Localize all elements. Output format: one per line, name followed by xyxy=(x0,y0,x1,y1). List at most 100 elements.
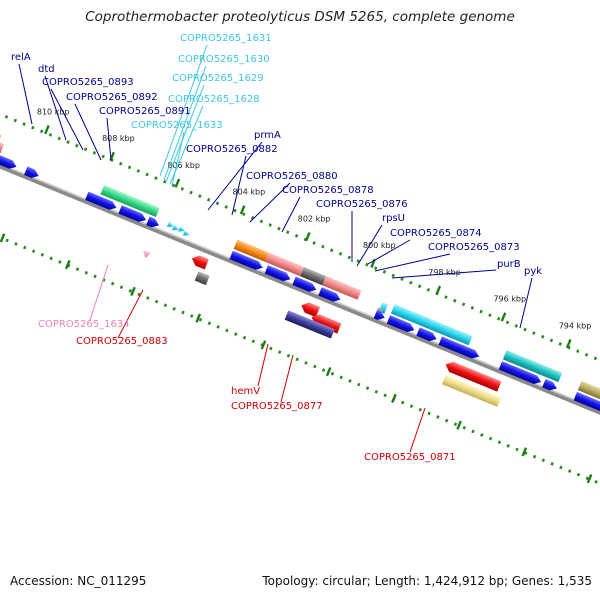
feature-block xyxy=(429,320,473,346)
cds-arrow xyxy=(118,205,147,222)
cds-arrow xyxy=(0,152,17,169)
scale-tick-mark xyxy=(305,232,311,242)
gene-label-copro0878: COPRO5265_0878 xyxy=(282,185,374,196)
gene-label-copro0891: COPRO5265_0891 xyxy=(99,106,191,117)
scale-tick-label: 804 kbp xyxy=(233,188,266,197)
gene-label-copro0882: COPRO5265_0882 xyxy=(186,144,278,155)
feature-block xyxy=(322,276,362,300)
gene-label-copro1633: COPRO5265_1633 xyxy=(131,120,223,131)
label-leader-line xyxy=(280,354,294,403)
backbone xyxy=(0,133,600,442)
reverse-feature xyxy=(311,314,342,334)
trna-arrow xyxy=(182,230,190,236)
label-leader-line xyxy=(409,407,426,453)
gene-label-copro0871: COPRO5265_0871 xyxy=(364,452,456,463)
scale-tick-mark xyxy=(260,340,267,350)
gene-label-rela: relA xyxy=(11,52,31,63)
label-leader-line xyxy=(163,65,207,181)
trna-arrow xyxy=(166,221,174,227)
reverse-feature xyxy=(191,255,209,270)
scale-tick-mark xyxy=(521,447,528,457)
scale-tick-mark xyxy=(64,260,71,270)
reverse-feature xyxy=(301,302,321,318)
gene-label-hemv: hemV xyxy=(231,386,260,397)
gene-label-copro0877: COPRO5265_0877 xyxy=(231,401,323,412)
scale-tick-mark xyxy=(565,339,572,349)
feature-block xyxy=(0,116,2,145)
scale-tick-label: 802 kbp xyxy=(298,214,331,223)
label-leader-line xyxy=(257,343,269,387)
gene-label-pyk: pyk xyxy=(524,266,542,277)
gene-label-copro1630: COPRO5265_1630 xyxy=(178,54,270,65)
label-leader-line xyxy=(281,196,301,233)
scale-tick-label: 808 kbp xyxy=(102,134,135,143)
gene-label-copro0893: COPRO5265_0893 xyxy=(42,77,134,88)
label-leader-line xyxy=(391,269,497,279)
gene-label-rpsu: rpsU xyxy=(382,213,405,224)
gene-label-copro1628: COPRO5265_1628 xyxy=(168,94,260,105)
cds-arrow xyxy=(498,361,542,384)
cds-arrow xyxy=(24,166,39,178)
gene-label-copro1629: COPRO5265_1629 xyxy=(172,73,264,84)
cds-arrow xyxy=(292,276,317,292)
label-leader-line xyxy=(106,117,112,161)
scale-tick-mark xyxy=(0,233,6,243)
scale-tick-mark xyxy=(195,313,202,323)
scale-tick-label: 794 kbp xyxy=(559,321,592,330)
label-leader-line xyxy=(231,155,247,216)
label-leader-line xyxy=(50,88,84,151)
reverse-feature xyxy=(143,250,151,259)
cds-arrow xyxy=(146,216,159,228)
label-leader-line xyxy=(519,277,533,329)
scale-tick-label: 806 kbp xyxy=(167,161,200,170)
cds-arrow xyxy=(573,391,600,414)
label-leader-line xyxy=(171,131,185,187)
scale-tick-mark xyxy=(435,285,442,295)
gene-label-copro0883: COPRO5265_0883 xyxy=(76,336,168,347)
cds-arrow xyxy=(438,336,480,359)
cds-arrow xyxy=(318,287,341,302)
scale-tick-label: 810 kbp xyxy=(37,107,70,116)
reverse-feature xyxy=(284,310,335,339)
cds-arrow xyxy=(229,250,263,270)
scale-tick-mark xyxy=(456,420,462,430)
scale-tick-mark xyxy=(239,205,246,215)
label-leader-line xyxy=(356,224,383,267)
trna-arrow xyxy=(172,224,179,231)
gene-label-dtd: dtd xyxy=(38,64,55,75)
scale-tick-mark xyxy=(370,258,376,269)
gene-label-copro0880: COPRO5265_0880 xyxy=(246,171,338,182)
reverse-feature xyxy=(194,271,210,286)
accession-text: Accession: NC_011295 xyxy=(10,574,147,588)
cds-arrow xyxy=(542,379,557,391)
label-leader-line xyxy=(367,239,411,265)
label-leader-line xyxy=(207,141,263,211)
scale-tick-label: 798 kbp xyxy=(428,268,461,277)
label-leader-line xyxy=(89,264,109,321)
label-leader-line xyxy=(74,103,102,161)
label-leader-line xyxy=(18,63,33,125)
scale-tick-mark xyxy=(174,178,181,188)
scale-tick-mark xyxy=(44,125,50,135)
feature-block xyxy=(502,350,563,383)
gene-label-prma: prmA xyxy=(254,130,281,141)
cds-arrow xyxy=(416,327,437,342)
reverse-feature xyxy=(445,361,502,392)
feature-block xyxy=(100,185,160,218)
label-leader-line xyxy=(117,289,144,339)
scale-line-upper xyxy=(0,89,600,397)
gene-label-purb: purB xyxy=(497,259,521,270)
label-leader-line xyxy=(159,44,208,177)
scale-tick-mark xyxy=(500,312,507,322)
feature-block xyxy=(233,239,269,262)
feature-block xyxy=(390,304,434,330)
label-leader-line xyxy=(165,84,205,183)
scale-line-lower xyxy=(0,195,600,502)
trna-arrow xyxy=(178,225,185,232)
scale-tick-label: 796 kbp xyxy=(493,295,526,304)
label-leader-line xyxy=(249,182,291,223)
scale-tick-mark xyxy=(391,393,397,404)
gene-label-copro0874: COPRO5265_0874 xyxy=(390,228,482,239)
